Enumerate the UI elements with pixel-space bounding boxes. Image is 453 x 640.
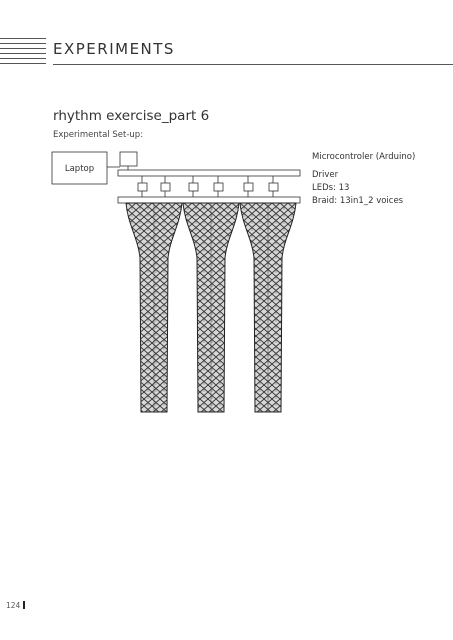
driver-bar	[117, 169, 301, 177]
led-box	[268, 182, 279, 192]
legend-driver: Driver	[312, 170, 339, 180]
page-marker	[23, 601, 26, 609]
legend-leds: LEDs: 13	[312, 183, 350, 193]
section-title: EXPERIMENTS	[53, 40, 175, 58]
led-box	[213, 182, 224, 192]
led-box	[243, 182, 254, 192]
header-decoration-lines	[0, 38, 46, 64]
setup-diagram: Laptop	[51, 151, 301, 413]
experiment-title: rhythm exercise_part 6	[53, 108, 210, 124]
page-footer: 124	[6, 601, 26, 610]
page-number: 124	[6, 601, 21, 610]
legend-microcontroller: Microcontroler (Arduino)	[312, 152, 416, 162]
braid-group	[125, 202, 297, 413]
laptop-label: Laptop	[65, 164, 94, 174]
led-box	[188, 182, 199, 192]
led-box	[160, 182, 171, 192]
led-group	[137, 176, 279, 197]
braid-bar	[117, 196, 301, 204]
led-box	[137, 182, 148, 192]
header-rule	[53, 64, 453, 65]
laptop-box	[51, 151, 108, 185]
arduino-box	[119, 151, 138, 167]
experiment-subtitle: Experimental Set-up:	[53, 130, 144, 140]
legend-braid: Braid: 13in1_2 voices	[312, 196, 404, 206]
